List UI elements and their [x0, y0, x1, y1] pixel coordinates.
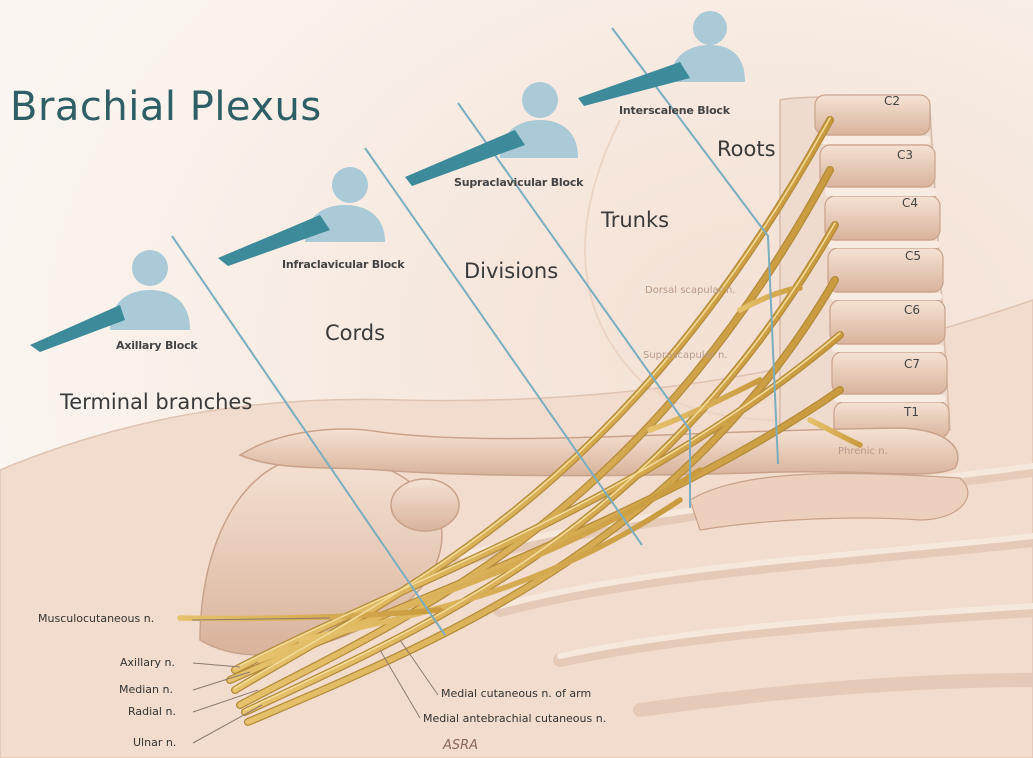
- coracoid: [391, 479, 459, 531]
- label-t1: T1: [904, 405, 919, 419]
- label-roots: Roots: [717, 137, 776, 161]
- label-radial-nerve: Radial n.: [128, 705, 176, 718]
- label-musculocutaneous: Musculocutaneous n.: [38, 612, 154, 625]
- label-terminal-branches: Terminal branches: [60, 390, 252, 414]
- label-divisions: Divisions: [464, 259, 558, 283]
- label-phrenic: Phrenic n.: [838, 446, 888, 457]
- label-ulnar-nerve: Ulnar n.: [133, 736, 176, 749]
- label-suprascapular: Suprascapular n.: [643, 350, 728, 361]
- artist-signature: ASRA: [443, 738, 478, 753]
- label-cords: Cords: [325, 321, 385, 345]
- label-axillary-block: Axillary Block: [116, 339, 198, 352]
- label-c7: C7: [904, 357, 920, 371]
- label-c5: C5: [905, 249, 921, 263]
- label-infraclavicular-block: Infraclavicular Block: [282, 258, 404, 271]
- label-medial-antebrachial: Medial antebrachial cutaneous n.: [423, 712, 606, 725]
- label-c3: C3: [897, 148, 913, 162]
- label-median-nerve: Median n.: [119, 683, 173, 696]
- label-c6: C6: [904, 303, 920, 317]
- label-c2: C2: [884, 94, 900, 108]
- label-interscalene-block: Interscalene Block: [619, 104, 730, 117]
- label-c4: C4: [902, 196, 918, 210]
- label-medial-cutaneous-arm: Medial cutaneous n. of arm: [441, 687, 591, 700]
- label-supraclavicular-block: Supraclavicular Block: [454, 176, 583, 189]
- label-dorsal-scapular: Dorsal scapular n.: [645, 285, 735, 296]
- label-axillary-nerve: Axillary n.: [120, 656, 175, 669]
- label-trunks: Trunks: [601, 208, 669, 232]
- page-title: Brachial Plexus: [10, 84, 322, 130]
